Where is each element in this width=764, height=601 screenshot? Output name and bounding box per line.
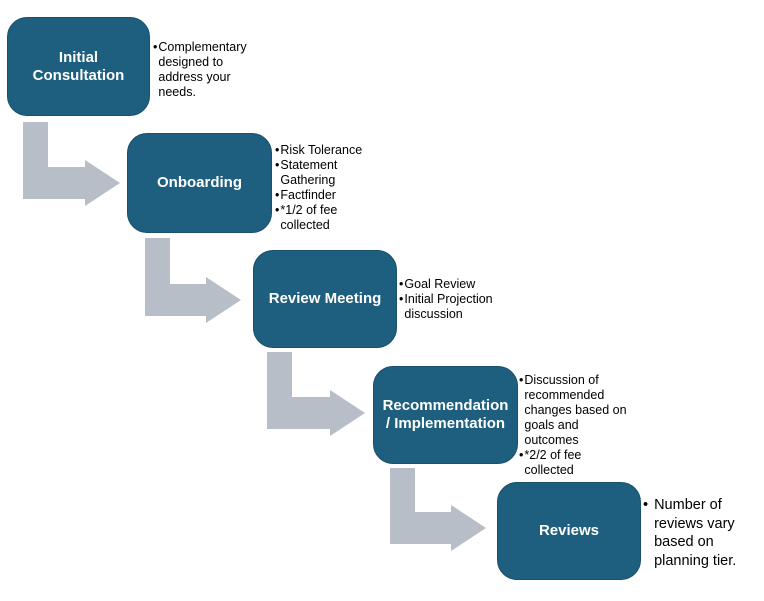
bent-arrow-icon-4 (390, 468, 486, 551)
step-title: Reviews (538, 522, 600, 539)
note-item: • Statement Gathering (275, 158, 387, 188)
bullet-marker: • (519, 448, 524, 462)
step-title: Recommendation / Implementation (382, 397, 509, 432)
note-item: • *1/2 of fee collected (275, 203, 387, 233)
bent-arrow-icon-1 (23, 122, 120, 206)
bullet-marker: • (399, 277, 404, 291)
bullet-marker: • (275, 203, 280, 217)
step-box-review-meeting: Review Meeting (253, 250, 397, 348)
note-item: • Complementary designed to address your… (153, 40, 265, 100)
bullet-marker: • (643, 497, 649, 513)
bullet-marker: • (275, 143, 280, 157)
step-box-initial-consultation: Initial Consultation (7, 17, 150, 116)
note-item: • Initial Projection discussion (399, 292, 521, 322)
note-text: Risk Tolerance (280, 143, 363, 157)
note-text: Statement Gathering (280, 158, 338, 187)
note-text: Initial Projection discussion (404, 292, 493, 321)
bullet-marker: • (519, 373, 524, 387)
step-notes-onboarding: • Risk Tolerance • Statement Gathering •… (275, 143, 387, 233)
note-text: Complementary designed to address your n… (158, 40, 247, 99)
note-item: • Goal Review (399, 277, 521, 292)
note-text: *1/2 of fee collected (280, 203, 338, 232)
step-notes-recommendation-implementation: • Discussion of recommended changes base… (519, 373, 641, 478)
bullet-marker: • (153, 40, 158, 54)
note-text: Goal Review (404, 277, 476, 291)
step-title: Initial Consultation (32, 48, 125, 84)
note-item: • *2/2 of fee collected (519, 448, 641, 478)
bent-arrow-icon-2 (145, 238, 241, 323)
note-text: Factfinder (280, 188, 336, 202)
bullet-marker: • (275, 188, 280, 202)
step-box-reviews: Reviews (497, 482, 641, 580)
step-notes-initial-consultation: • Complementary designed to address your… (153, 40, 265, 100)
note-text: Number of reviews vary based on planning… (654, 497, 737, 569)
note-item: • Number of reviews vary based on planni… (643, 496, 764, 570)
step-box-onboarding: Onboarding (127, 133, 272, 233)
bent-arrow-icon-3 (267, 352, 365, 436)
note-item: • Factfinder (275, 188, 387, 203)
note-text: Discussion of recommended changes based … (524, 373, 627, 447)
step-title: Onboarding (157, 174, 242, 191)
note-item: • Risk Tolerance (275, 143, 387, 158)
step-notes-review-meeting: • Goal Review • Initial Projection discu… (399, 277, 521, 322)
bullet-marker: • (275, 158, 280, 172)
step-title: Review Meeting (268, 290, 382, 307)
note-text: *2/2 of fee collected (524, 448, 582, 477)
step-notes-reviews: • Number of reviews vary based on planni… (643, 496, 764, 570)
step-box-recommendation-implementation: Recommendation / Implementation (373, 366, 518, 464)
note-item: • Discussion of recommended changes base… (519, 373, 641, 448)
bullet-marker: • (399, 292, 404, 306)
